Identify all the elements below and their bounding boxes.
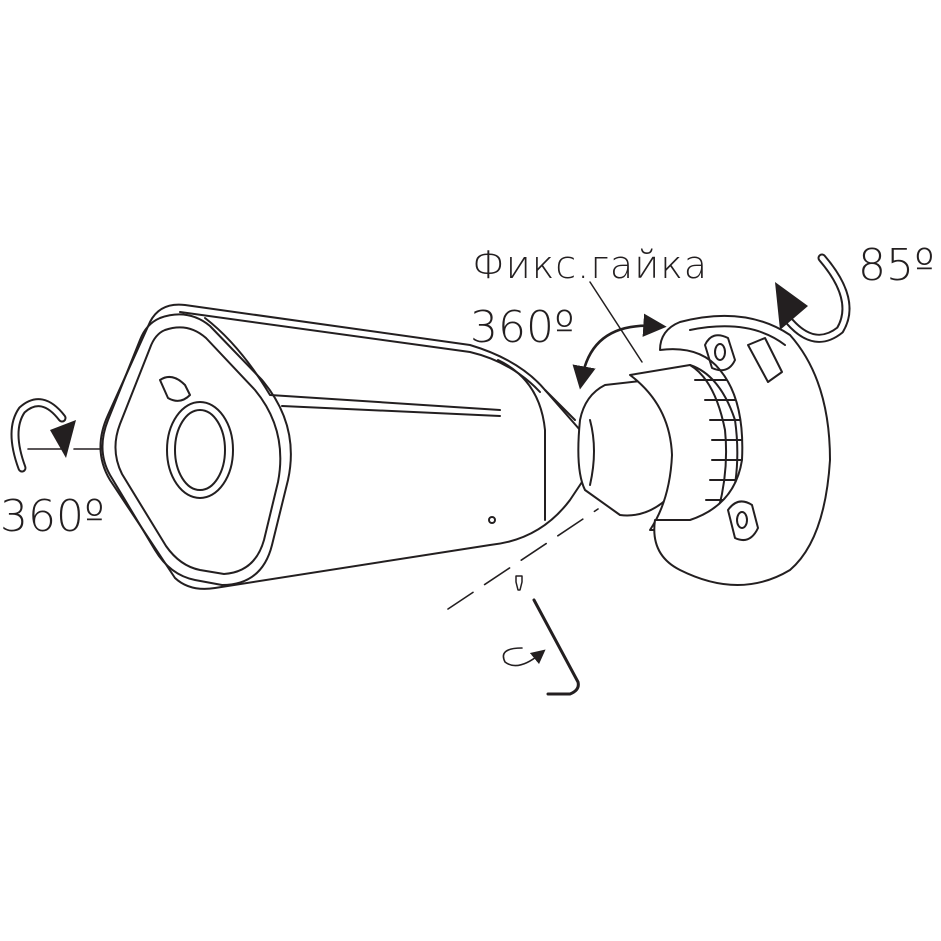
rotation-arrow-icon [15,403,76,468]
turn-arrow-icon [503,648,546,666]
cable-clip [748,338,782,382]
lens [167,402,233,498]
screw-icon [516,576,522,590]
pan-rotation-arrow-icon [572,313,667,390]
screw-lug-top [705,335,735,370]
screw-lug-bottom [728,501,758,540]
mount-axis-line [448,509,598,609]
tilt-angle-label: 85º [858,240,935,291]
rotation-angle-label: 360º [0,491,105,542]
ir-sensor [160,377,190,401]
tilt-arrow-icon [775,258,846,338]
camera-housing [100,305,590,589]
hex-key-icon [503,576,578,694]
wall-base [654,316,830,585]
lock-nut-leader-line [590,282,642,362]
lock-nut-label: Фикс.гайка [472,243,709,287]
pan-angle-label: 360º [470,302,575,353]
